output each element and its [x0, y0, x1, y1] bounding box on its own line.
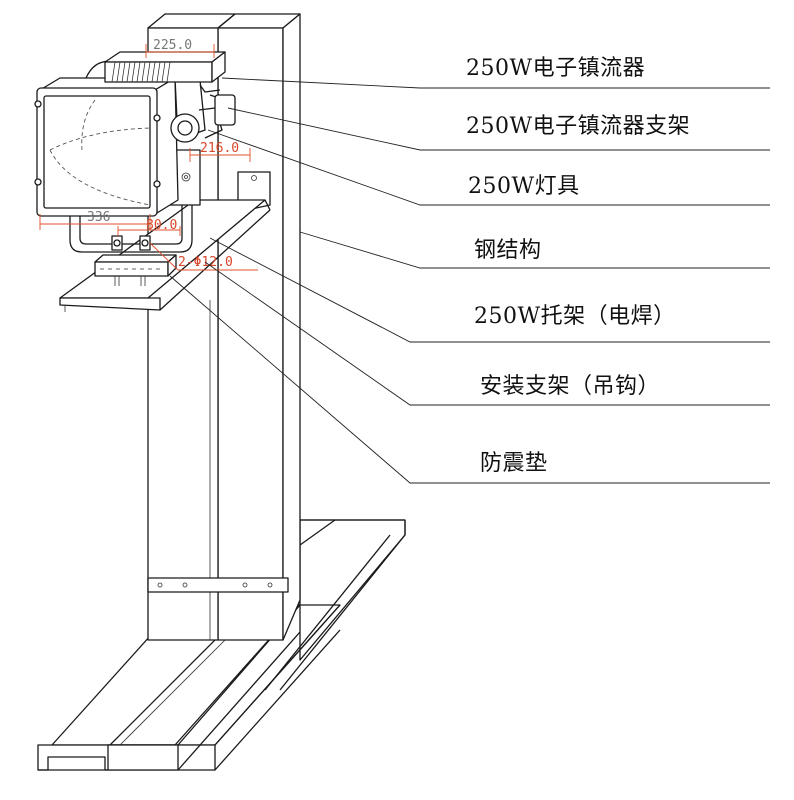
leader-lines: [169, 77, 770, 484]
dim-225: 225.0: [153, 38, 192, 53]
label-lamp: 250W灯具: [468, 174, 580, 199]
shock-pad: [94, 254, 177, 286]
dim-336: 336: [87, 210, 110, 225]
label-hook-bracket: 安装支架（吊钩）: [480, 374, 661, 399]
dim-216: 216.0: [200, 141, 239, 156]
dimensions: 225.0 216.0 336 80.0 2-Φ12.0: [39, 38, 258, 271]
label-steel-structure: 钢结构: [474, 238, 542, 263]
dim-80: 80.0: [146, 218, 177, 233]
label-tray: 250W托架（电焊）: [474, 304, 676, 329]
ballast: [104, 51, 236, 126]
lamp-fixture: [34, 60, 223, 217]
label-ballast: 250W电子镇流器: [466, 56, 646, 81]
label-shock-pad: 防震垫: [480, 451, 548, 476]
label-ballast-bracket: 250W电子镇流器支架: [466, 114, 691, 139]
